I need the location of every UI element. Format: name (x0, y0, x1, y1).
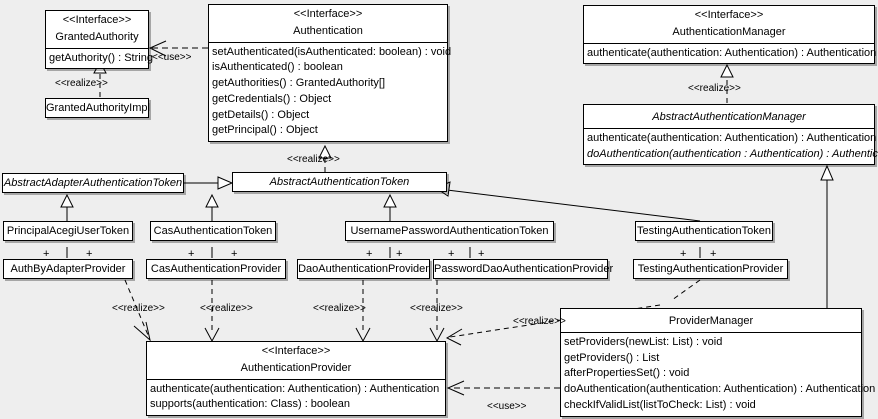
member-item: isAuthenticated() : boolean (212, 61, 343, 74)
class-name: Authentication (293, 24, 363, 37)
member-list: setProviders(newList: List) : void getPr… (561, 331, 876, 416)
label-use-provider-manager-authentication-provider: <<use>> (487, 401, 527, 412)
member-list: authenticate(authentication: Authenticat… (147, 378, 445, 416)
class-abstract-authentication-token[interactable]: AbstractAuthenticationToken (232, 172, 447, 192)
class-header: AbstractAuthenticationManager (584, 105, 874, 128)
class-name: PasswordDaoAuthenticationProvider (434, 263, 614, 275)
class-header: <<Interface>> GrantedAuthority (46, 11, 148, 48)
member-item: getProviders() : List (564, 351, 660, 364)
class-header: <<Interface>> Authentication (209, 5, 447, 42)
class-name: CasAuthenticationProvider (150, 263, 282, 275)
member-item: doAuthentication(authentication : Authen… (587, 147, 878, 160)
label-realize-granted-authority-impl: <<realize>> (55, 78, 108, 89)
label-realize-dao-authentication-provider: <<realize>> (313, 303, 366, 314)
member-list: authenticate(authentication: Authenticat… (584, 127, 878, 165)
member-list: authenticate(authentication: Authenticat… (584, 42, 877, 64)
class-cas-authentication-token[interactable]: CasAuthenticationToken (150, 221, 276, 241)
multiplicity-plus: + (188, 248, 195, 260)
multiplicity-plus: + (366, 248, 373, 260)
member-item: authenticate(authentication: Authenticat… (587, 46, 877, 59)
multiplicity-plus: + (86, 248, 93, 260)
class-dao-authentication-provider[interactable]: DaoAuthenticationProvider (297, 259, 430, 279)
member-item: getPrincipal() : Object (212, 124, 318, 137)
class-name: PrincipalAcegiUserToken (6, 225, 130, 237)
member-item: supports(authentication: Class) : boolea… (150, 398, 350, 411)
member-item: getAuthorities() : GrantedAuthority[] (212, 77, 386, 89)
member-list: getAuthority() : String (46, 47, 153, 69)
class-auth-by-adapter-provider[interactable]: AuthByAdapterProvider (3, 259, 133, 279)
stereotype-interface: <<Interface>> (694, 9, 764, 21)
class-authentication-manager[interactable]: <<Interface>> AuthenticationManager auth… (583, 5, 877, 65)
class-authentication-provider[interactable]: <<Interface>> AuthenticationProvider aut… (146, 341, 446, 416)
member-item: getAuthority() : String (49, 51, 153, 64)
multiplicity-plus: + (448, 248, 455, 260)
member-item: checkIfValidList(listToCheck: List) : vo… (564, 398, 756, 411)
class-name: TestingAuthenticationProvider (637, 263, 784, 275)
class-name: AbstractAuthenticationManager (652, 111, 806, 123)
label-realize-abstract-authentication-token: <<realize>> (287, 154, 340, 165)
class-name: GrantedAuthority (55, 30, 139, 43)
multiplicity-plus: + (43, 248, 50, 260)
class-name: GrantedAuthorityImpl (46, 102, 150, 114)
member-item: setProviders(newList: List) : void (564, 335, 723, 348)
class-name: AuthenticationProvider (240, 361, 352, 374)
class-cas-authentication-provider[interactable]: CasAuthenticationProvider (146, 259, 286, 279)
multiplicity-plus: + (396, 248, 403, 260)
stereotype-interface: <<Interface>> (62, 14, 132, 26)
label-use-authentication-granted-authority: <<use>> (152, 52, 192, 63)
label-realize-provider-manager: <<realize>> (513, 316, 566, 327)
class-password-dao-authentication-provider[interactable]: PasswordDaoAuthenticationProvider (433, 259, 613, 279)
label-realize-abstract-authentication-manager: <<realize>> (688, 83, 741, 94)
label-realize-auth-by-adapter-provider: <<realize>> (112, 303, 165, 314)
class-provider-manager[interactable]: ProviderManager setProviders(newList: Li… (560, 308, 876, 417)
stereotype-interface: <<Interface>> (261, 345, 331, 357)
class-username-password-authentication-token[interactable]: UsernamePasswordAuthenticationToken (345, 221, 554, 241)
member-list: setAuthenticated(isAuthenticated: boolea… (209, 41, 452, 142)
class-name: UsernamePasswordAuthenticationToken (350, 225, 549, 237)
class-name: DaoAuthenticationProvider (298, 263, 429, 275)
class-name: AbstractAuthenticationToken (269, 176, 410, 188)
class-name: TestingAuthenticationToken (637, 225, 771, 237)
class-testing-authentication-provider[interactable]: TestingAuthenticationProvider (633, 259, 788, 279)
class-header: <<Interface>> AuthenticationManager (584, 6, 874, 43)
class-principal-acegi-user-token[interactable]: PrincipalAcegiUserToken (3, 221, 133, 241)
class-name: ProviderManager (668, 315, 754, 327)
member-item: authenticate(authentication: Authenticat… (150, 382, 440, 395)
multiplicity-plus: + (231, 248, 238, 260)
member-item: doAuthentication(authentication: Authent… (564, 383, 876, 395)
label-realize-password-dao-authentication-provider: <<realize>> (410, 303, 463, 314)
member-item: getCredentials() : Object (212, 92, 332, 105)
member-item: authenticate(authentication: Authenticat… (587, 131, 877, 144)
class-name: AbstractAdapterAuthenticationToken (3, 177, 183, 189)
stereotype-interface: <<Interface>> (293, 8, 363, 20)
class-name: AuthByAdapterProvider (10, 263, 126, 275)
class-name: AuthenticationManager (672, 25, 786, 38)
multiplicity-plus: + (680, 248, 687, 260)
member-item: setAuthenticated(isAuthenticated: boolea… (212, 45, 452, 58)
class-name: CasAuthenticationToken (153, 225, 273, 237)
member-item: getDetails() : Object (212, 108, 310, 121)
class-header: <<Interface>> AuthenticationProvider (147, 342, 445, 379)
label-realize-cas-authentication-provider: <<realize>> (200, 303, 253, 314)
class-abstract-adapter-authentication-token[interactable]: AbstractAdapterAuthenticationToken (2, 173, 184, 193)
class-abstract-authentication-manager[interactable]: AbstractAuthenticationManager authentica… (583, 104, 878, 166)
class-authentication[interactable]: <<Interface>> Authentication setAuthenti… (208, 4, 452, 142)
class-header: ProviderManager (561, 309, 861, 332)
member-item: afterPropertiesSet() : void (564, 367, 690, 380)
multiplicity-plus: + (478, 248, 485, 260)
class-granted-authority[interactable]: <<Interface>> GrantedAuthority getAuthor… (45, 10, 153, 70)
class-testing-authentication-token[interactable]: TestingAuthenticationToken (635, 221, 773, 241)
class-granted-authority-impl[interactable]: GrantedAuthorityImpl (45, 98, 150, 118)
multiplicity-plus: + (710, 248, 717, 260)
